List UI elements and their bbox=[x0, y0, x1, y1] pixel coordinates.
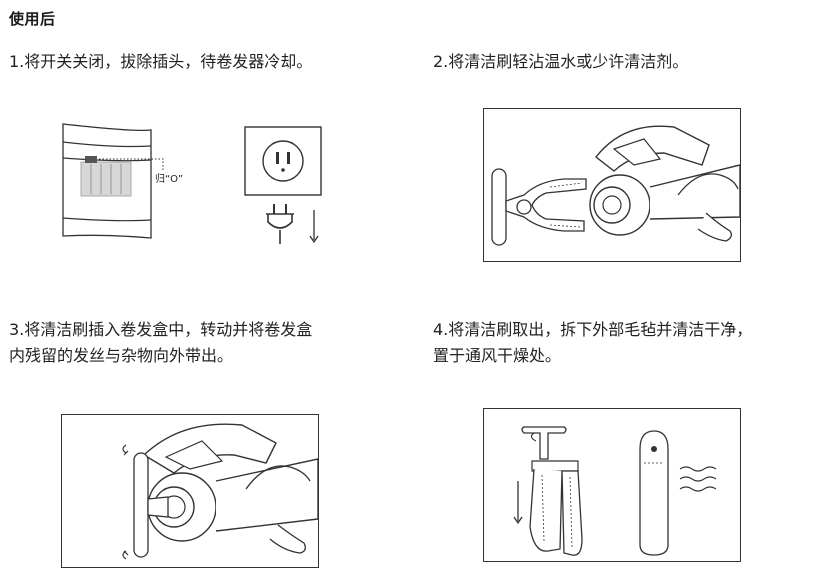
illustration-4-frame bbox=[483, 408, 741, 562]
plug-icon bbox=[262, 200, 332, 250]
step-2-line-1: 2.将清洁刷轻沾温水或少许清洁剂。 bbox=[433, 52, 689, 71]
illustration-2-frame bbox=[483, 108, 741, 262]
section-title: 使用后 bbox=[9, 10, 56, 28]
step-4-line-2: 置于通风干燥处。 bbox=[433, 346, 562, 365]
step-1-text: 1.将开关关闭，拔除插头，待卷发器冷却。 bbox=[9, 49, 312, 75]
illustration-1: 归“O” bbox=[55, 118, 345, 248]
brush-dipping-illustration bbox=[491, 125, 740, 246]
wall-socket-icon bbox=[244, 126, 324, 198]
step-4-line-1: 4.将清洁刷取出，拆下外部毛毡并清洁干净， bbox=[433, 320, 753, 339]
felt-removal-illustration bbox=[513, 426, 717, 556]
switch-off-label: 归“O” bbox=[155, 172, 183, 185]
device-switch-illustration: 归“O” bbox=[62, 123, 183, 239]
step-3-line-1: 3.将清洁刷插入卷发盒中，转动并将卷发盒 bbox=[9, 320, 313, 339]
step-1-line-1: 1.将开关关闭，拔除插头，待卷发器冷却。 bbox=[9, 52, 313, 71]
step-4-text: 4.将清洁刷取出，拆下外部毛毡并清洁干净， 置于通风干燥处。 bbox=[433, 317, 752, 369]
brush-inserting-illustration bbox=[122, 423, 318, 560]
illustration-3-frame bbox=[61, 414, 319, 568]
step-3-text: 3.将清洁刷插入卷发盒中，转动并将卷发盒 内残留的发丝与杂物向外带出。 bbox=[9, 317, 312, 369]
step-2-text: 2.将清洁刷轻沾温水或少许清洁剂。 bbox=[433, 49, 688, 75]
step-3-line-2: 内残留的发丝与杂物向外带出。 bbox=[9, 346, 234, 365]
